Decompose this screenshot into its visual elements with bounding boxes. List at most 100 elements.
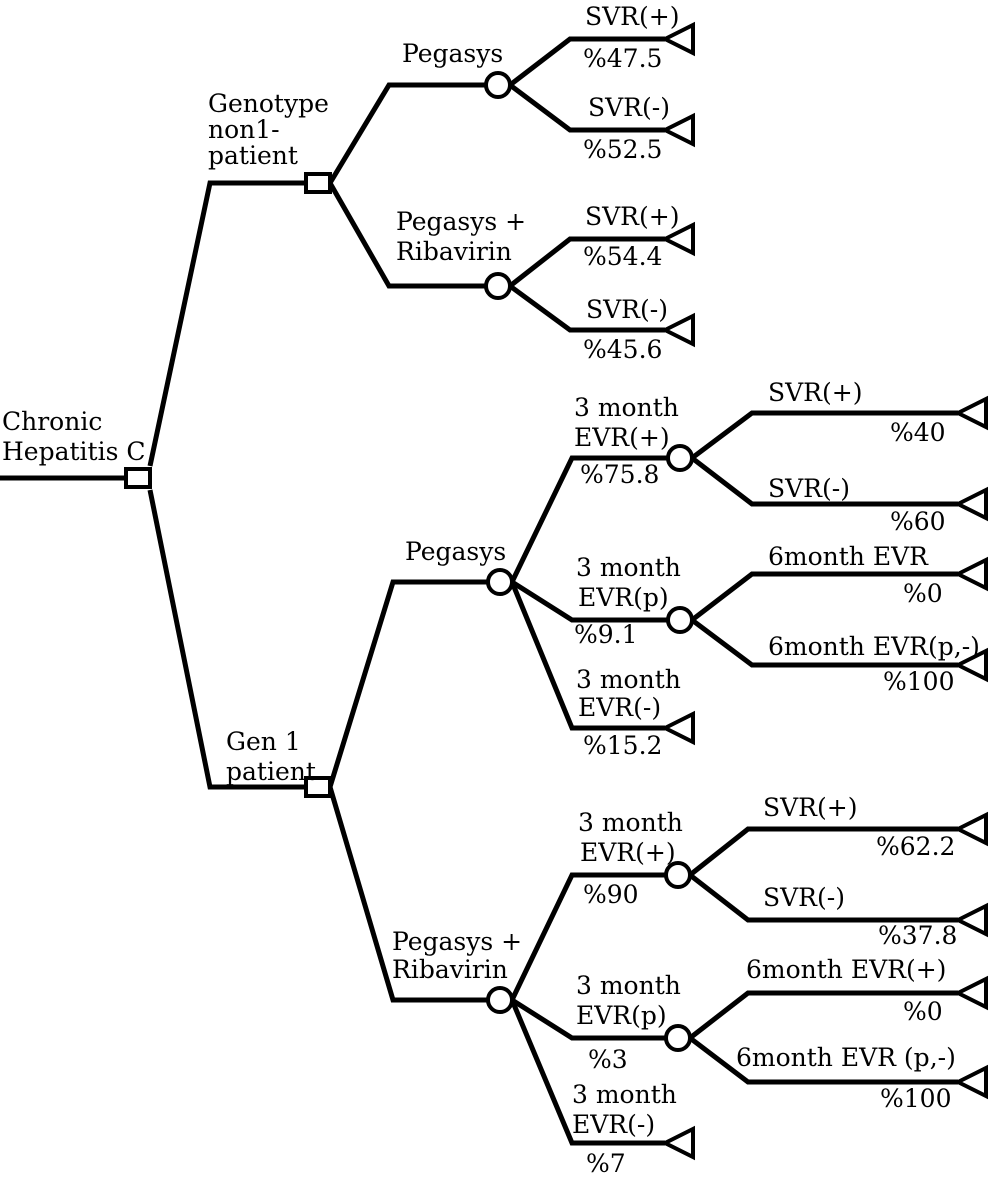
gen1-pr-svr-pos-prob: %62.2	[876, 832, 955, 861]
edge-non1-to-pegasys	[327, 82, 486, 185]
gen1-pr-svr-neg-label: SVR(-)	[763, 883, 845, 912]
gen1-pegasys-ribavirin-chance-node	[486, 986, 514, 1014]
genotype-non1-decision-node	[304, 172, 332, 194]
non1-pr-svr-pos-prob: %54.4	[583, 242, 662, 271]
tree-nodes	[124, 21, 988, 1161]
non1-pegasys-svr-pos-prob: %47.5	[583, 44, 662, 73]
edge-gen1-pr-evr-p-6m-evr-pos	[688, 990, 958, 1040]
non1-pegasys-svr-neg-prob: %52.5	[583, 135, 662, 164]
genotype-non1-label-line-1: Genotype	[208, 89, 329, 118]
gen1-pr-svr-neg-prob: %37.8	[878, 921, 957, 950]
gen1-pegasys-label: Pegasys	[405, 537, 506, 566]
gen1-decision-node	[304, 776, 332, 798]
edge-gen1-peg-evr-p-6m-evr	[690, 571, 958, 622]
edge-non1-pegasys-svr-pos	[508, 36, 665, 87]
terminal-node	[660, 1125, 695, 1161]
gen1-pr-6m-evr-pos-label: 6month EVR(+)	[746, 955, 946, 984]
terminal-node	[660, 221, 695, 257]
terminal-node	[953, 556, 988, 592]
non1-pegasys-chance-node	[484, 71, 512, 99]
edge-gen1-peg-evr-pos	[509, 455, 668, 584]
terminal-node	[660, 21, 695, 57]
gen1-pr-evr-neg-label-line-1: 3 month	[572, 1080, 677, 1109]
gen1-pegasys-chance-node	[486, 568, 514, 596]
terminal-node	[953, 486, 988, 522]
edge-gen1-pr-evr-pos	[509, 872, 666, 1002]
edge-gen1-pr-evr-pos-svr-neg	[688, 873, 958, 923]
terminal-node	[953, 647, 988, 683]
non1-pegasys-svr-pos-label: SVR(+)	[585, 2, 679, 31]
edge-root-to-gen1	[147, 489, 306, 790]
tree-edges	[0, 36, 958, 1146]
gen1-pegasys-evr-p-chance-node	[666, 606, 694, 634]
gen1-peg-6m-evr-pn-prob: %100	[883, 667, 954, 696]
gen1-pr-6m-evr-pos-prob: %0	[903, 997, 943, 1026]
terminal-node	[953, 395, 988, 431]
non1-pr-label-line-1: Pegasys +	[396, 207, 526, 236]
edge-gen1-pr-evr-neg	[509, 999, 665, 1146]
terminal-node	[953, 1064, 988, 1100]
gen1-peg-6m-evr-pn-label: 6month EVR(p,-)	[768, 632, 980, 661]
edge-gen1-peg-evr-pos-svr-pos	[690, 410, 958, 460]
gen1-pr-6m-evr-pn-prob: %100	[880, 1084, 951, 1113]
gen1-peg-evr-pos-label-line-2: EVR(+)	[574, 423, 670, 452]
gen1-peg-6m-evr-prob: %0	[903, 579, 943, 608]
edge-root-to-genotype-non1	[147, 180, 306, 467]
gen1-pr-evr-neg-prob: %7	[586, 1149, 626, 1178]
edge-gen1-peg-evr-pos-svr-neg	[690, 456, 958, 507]
gen1-pr-evr-p-prob: %3	[588, 1045, 628, 1074]
gen1-peg-svr-pos-prob: %40	[890, 418, 946, 447]
edge-non1-pr-svr-pos	[508, 236, 665, 288]
non1-pegasys-svr-neg-label: SVR(-)	[588, 93, 670, 122]
gen1-pr-label-line-2: Ribavirin	[392, 955, 508, 984]
gen1-pr-evr-p-chance-node	[664, 1024, 692, 1052]
edge-gen1-peg-evr-p-6m-evr-pn	[690, 618, 958, 668]
gen1-peg-evr-neg-label-line-1: 3 month	[576, 665, 681, 694]
gen1-peg-6m-evr-label: 6month EVR	[768, 542, 929, 571]
edge-non1-pr-svr-neg	[508, 283, 665, 333]
gen1-pr-evr-p-label-line-2: EVR(p)	[576, 1001, 667, 1030]
gen1-pr-evr-pos-label-line-2: EVR(+)	[580, 838, 676, 867]
non1-pr-svr-neg-label: SVR(-)	[586, 295, 668, 324]
non1-pr-label-line-2: Ribavirin	[396, 237, 512, 266]
gen1-pr-svr-pos-label: SVR(+)	[763, 793, 857, 822]
genotype-non1-label-line-3: patient	[208, 141, 298, 170]
terminal-node	[660, 312, 695, 348]
terminal-node	[660, 710, 695, 746]
gen1-peg-evr-p-label-line-2: EVR(p)	[578, 583, 669, 612]
non1-pegasys-label: Pegasys	[402, 39, 503, 68]
edge-gen1-peg-evr-p	[510, 579, 668, 623]
gen1-label-line-1: Gen 1	[226, 727, 301, 756]
terminal-node	[953, 975, 988, 1011]
gen1-peg-svr-pos-label: SVR(+)	[768, 378, 862, 407]
gen1-pr-evr-neg-label-line-2: EVR(-)	[572, 1110, 655, 1139]
edge-gen1-pr-evr-pos-svr-pos	[688, 826, 958, 877]
gen1-peg-svr-neg-label: SVR(-)	[768, 474, 850, 503]
gen1-pegasys-evr-pos-chance-node	[666, 444, 694, 472]
terminal-node	[660, 112, 695, 148]
edge-gen1-pr-evr-p-6m-evr-pn	[688, 1036, 958, 1085]
terminal-node	[953, 811, 988, 847]
edge-gen1-to-pegasys-ribavirin	[327, 786, 488, 1003]
gen1-pr-6m-evr-pn-label: 6month EVR (p,-)	[736, 1043, 956, 1072]
edge-gen1-to-pegasys	[327, 579, 488, 788]
gen1-pr-label-line-1: Pegasys +	[392, 927, 522, 956]
gen1-peg-svr-neg-prob: %60	[890, 507, 946, 536]
gen1-peg-evr-p-prob: %9.1	[574, 620, 638, 649]
edge-gen1-peg-evr-neg	[509, 581, 665, 731]
gen1-pr-evr-p-label-line-1: 3 month	[576, 971, 681, 1000]
gen1-peg-evr-pos-label-line-1: 3 month	[574, 393, 679, 422]
root-decision-node	[124, 467, 152, 489]
gen1-label-line-2: patient	[226, 757, 316, 786]
gen1-pr-evr-pos-prob: %90	[583, 880, 639, 909]
non1-pegasys-ribavirin-chance-node	[484, 272, 512, 300]
edge-non1-pegasys-svr-neg	[508, 83, 665, 133]
non1-pr-svr-pos-label: SVR(+)	[585, 202, 679, 231]
gen1-pr-evr-pos-label-line-1: 3 month	[578, 808, 683, 837]
tree-labels: Chronic Hepatitis C Genotype non1- patie…	[2, 2, 980, 1178]
edge-gen1-pr-evr-p	[510, 997, 666, 1041]
gen1-peg-evr-neg-label-line-2: EVR(-)	[578, 693, 661, 722]
gen1-peg-evr-pos-prob: %75.8	[580, 460, 659, 489]
non1-pr-svr-neg-prob: %45.6	[583, 335, 662, 364]
